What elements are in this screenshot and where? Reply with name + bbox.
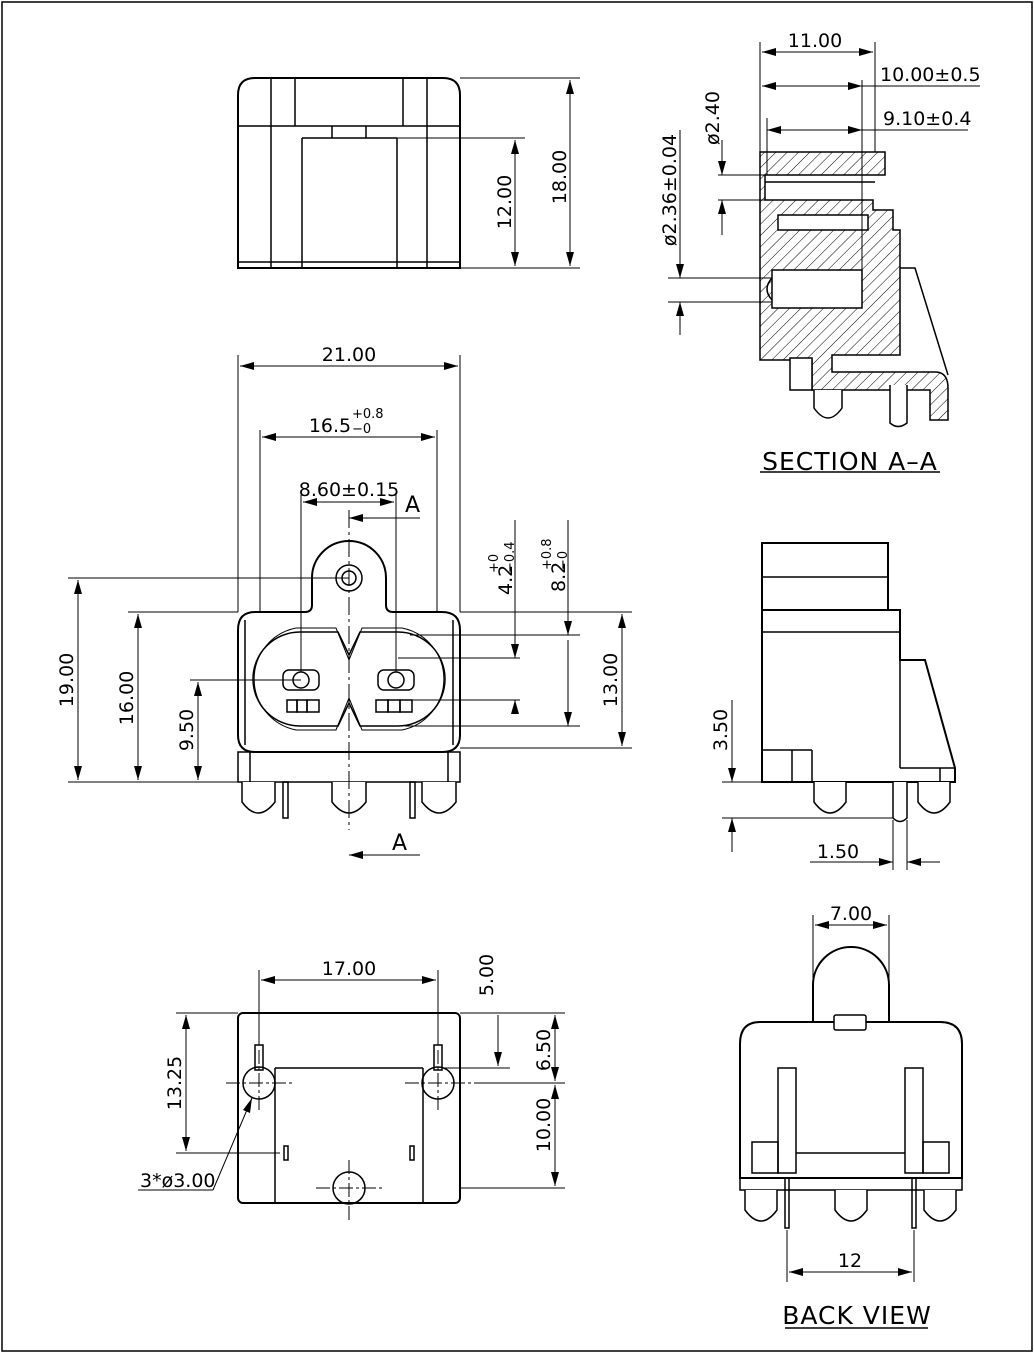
top-dim-12: 12.00 xyxy=(494,175,516,229)
front-dim-13: 13.00 xyxy=(600,653,622,707)
front-dim-16: 16.00 xyxy=(116,671,138,725)
side-dim-1-50: 1.50 xyxy=(817,841,859,863)
section-marker-top: A xyxy=(405,493,420,518)
section-dim-hole-a: ø2.40 xyxy=(702,91,724,145)
front-dim-16-5-tol-up: +0.8 xyxy=(352,407,384,422)
front-dim-8-2-tol-low: −0 xyxy=(556,551,571,570)
back-dim-7: 7.00 xyxy=(830,903,872,925)
bottom-dim-holes: 3*ø3.00 xyxy=(140,1170,216,1192)
bottom-dim-17: 17.00 xyxy=(322,958,376,980)
top-view xyxy=(237,77,580,269)
bottom-dim-10: 10.00 xyxy=(533,1098,555,1152)
front-view xyxy=(68,355,632,859)
side-dim-3-50: 3.50 xyxy=(710,709,732,751)
front-dim-4-2-value: 4.2 xyxy=(495,565,517,595)
section-view xyxy=(668,42,980,473)
front-dim-19: 19.00 xyxy=(56,653,78,707)
front-dim-16-5: 16.5 xyxy=(309,415,351,437)
section-marker-bottom: A xyxy=(392,831,407,856)
front-dim-8-60: 8.60±0.15 xyxy=(299,479,400,501)
section-title: SECTION A–A xyxy=(762,447,938,476)
back-dim-12: 12 xyxy=(838,1250,862,1272)
top-dim-18: 18.00 xyxy=(549,150,571,204)
back-view-title: BACK VIEW xyxy=(782,1301,932,1330)
section-dim-10: 10.00±0.5 xyxy=(880,64,981,86)
front-dim-4-2-tol-up: +0 xyxy=(487,554,502,573)
back-view xyxy=(739,915,963,1329)
front-dim-8-2-value: 8.2 xyxy=(548,562,570,592)
bottom-dim-13-25: 13.25 xyxy=(164,1056,186,1110)
front-dim-9-50: 9.50 xyxy=(176,709,198,751)
bottom-dim-5: 5.00 xyxy=(476,954,498,996)
front-dim-21: 21.00 xyxy=(322,344,376,366)
front-dim-8-2-tol-up: +0.8 xyxy=(540,538,555,570)
front-dim-4-2-tol-low: −0.4 xyxy=(503,541,518,573)
front-dim-4-2: 4.2 +0 −0.4 xyxy=(487,541,518,595)
side-view xyxy=(722,542,956,870)
front-dim-16-5-tol-low: −0 xyxy=(352,422,371,437)
bottom-view xyxy=(138,970,565,1220)
bottom-dim-6-50: 6.50 xyxy=(533,1029,555,1071)
section-dim-hole-b: ø2.36±0.04 xyxy=(659,134,681,246)
section-dim-11: 11.00 xyxy=(788,30,842,52)
front-dim-8-2: 8.2 +0.8 −0 xyxy=(540,538,571,592)
section-dim-9-10: 9.10±0.4 xyxy=(883,108,971,130)
